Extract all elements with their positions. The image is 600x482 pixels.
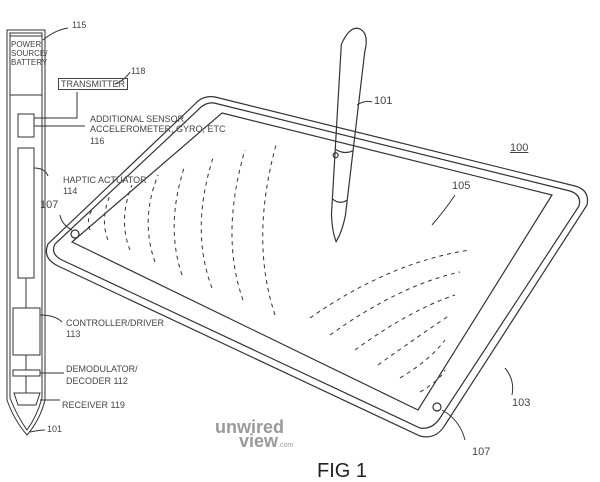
watermark-line1: unwired	[215, 417, 285, 437]
transmitter-box: TRANSMITTER	[58, 78, 128, 90]
haptic-actuator-label: HAPTIC ACTUATOR	[63, 175, 147, 185]
ref-103: 103	[512, 397, 531, 409]
ref-100: 100	[510, 142, 529, 154]
watermark-suffix: .com	[278, 442, 294, 449]
stylus-block-diagram	[6, 27, 131, 436]
ref-113: 113	[66, 329, 81, 339]
demodulator-label: DEMODULATOR/	[66, 364, 138, 374]
figure-title: FIG 1	[317, 460, 368, 482]
tablet-device	[45, 96, 589, 438]
ref-114: 114	[63, 186, 78, 196]
ref-101-pen: 101	[374, 95, 393, 107]
watermark-logo: unwired view.com	[215, 417, 294, 453]
haptic-waves	[87, 144, 471, 393]
controller-driver-label: CONTROLLER/DRIVER	[66, 318, 165, 328]
receiver-label: RECEIVER 119	[62, 400, 125, 410]
power-source-label: POWER SOURCE/ BATTERY	[11, 40, 48, 67]
ref-105: 105	[452, 180, 471, 192]
ref-107-top: 107	[40, 199, 59, 211]
leader-lines	[59, 100, 514, 441]
ref-115: 115	[72, 20, 87, 30]
ref-118: 118	[131, 66, 146, 76]
ref-107-bottom: 107	[472, 446, 491, 458]
watermark-line2: view	[239, 431, 279, 451]
decoder-label: DECODER 112	[66, 376, 128, 386]
stylus-pen	[330, 27, 367, 243]
ref-116: 116	[90, 136, 105, 146]
additional-sensor-label: ADDITIONAL SENSOR, ACCELEROMETER, GYRO, …	[90, 114, 226, 134]
ref-101-left: 101	[47, 424, 63, 434]
